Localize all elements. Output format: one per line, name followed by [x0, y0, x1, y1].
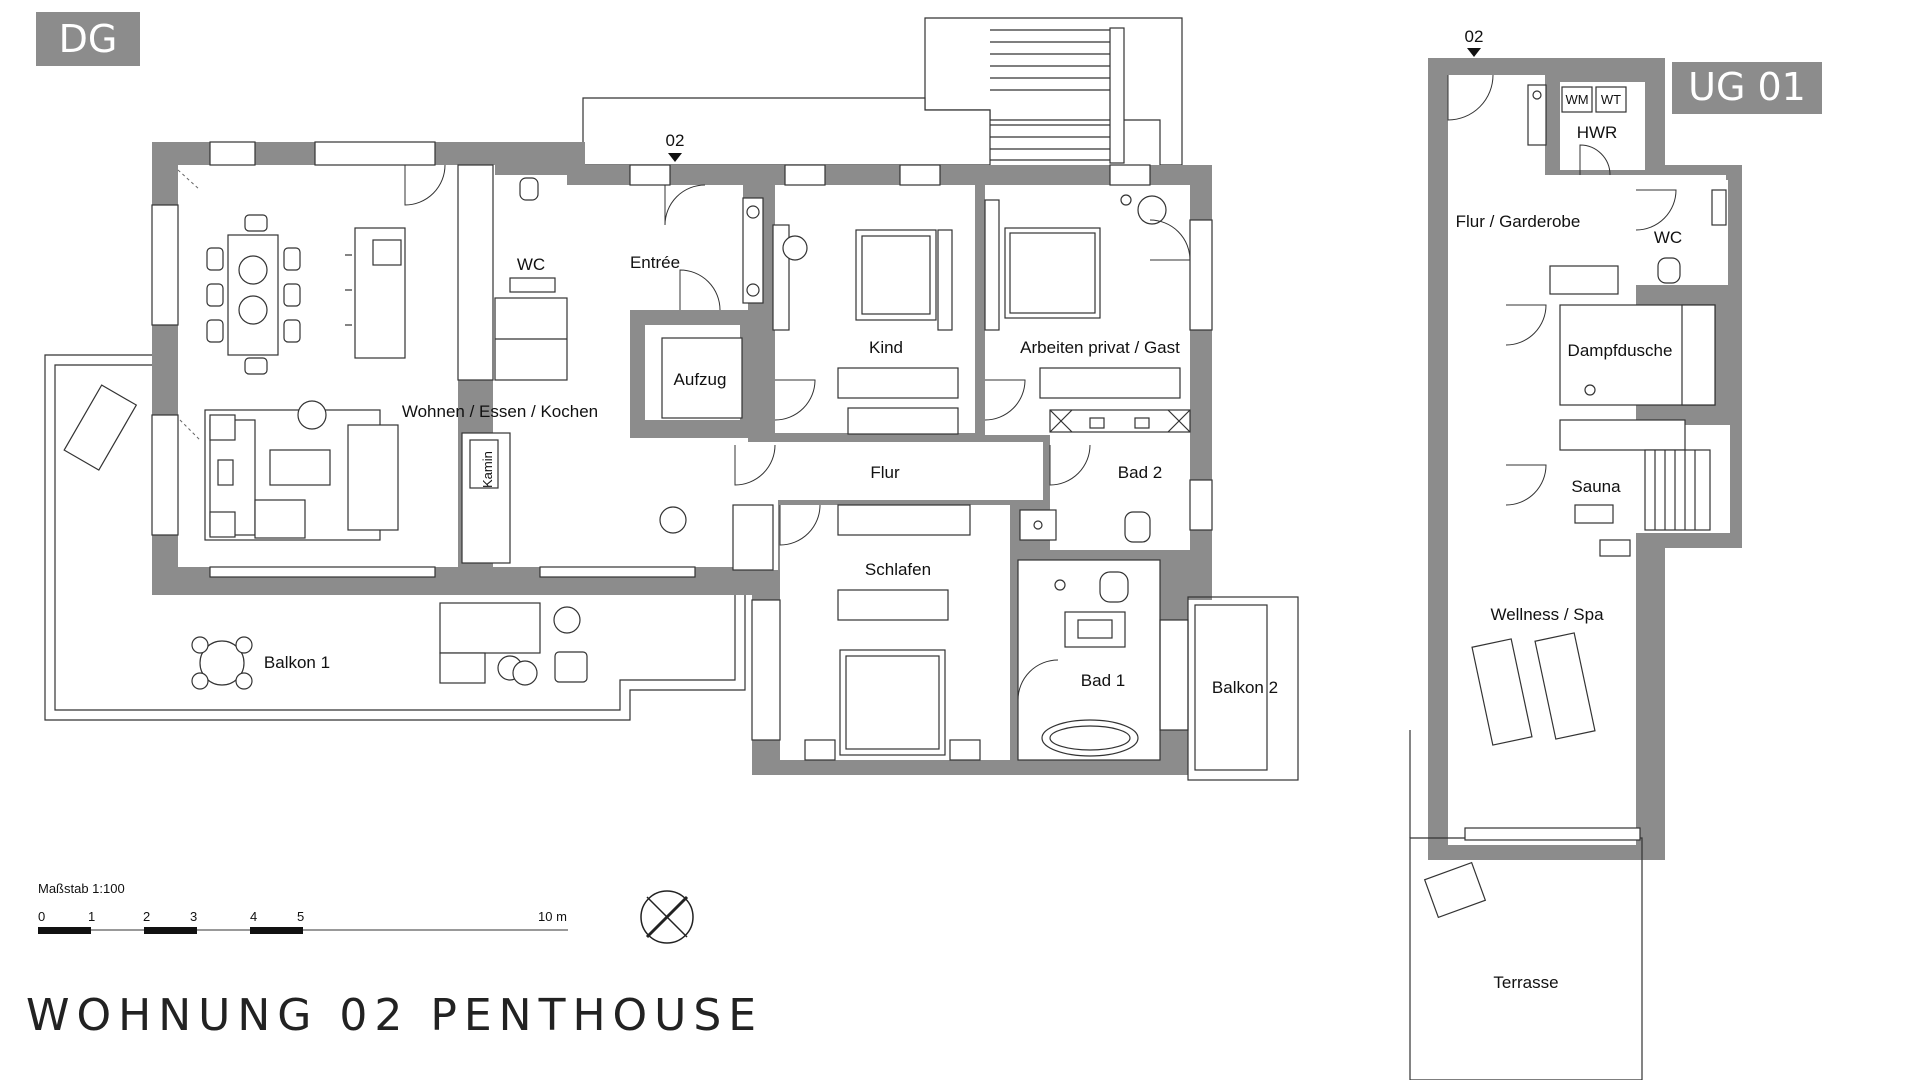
scale-tick-3: 3: [190, 909, 197, 924]
aufzug-label: Aufzug: [674, 370, 727, 389]
balkon-1-outline: [44, 354, 746, 721]
bad1-label: Bad 1: [1081, 671, 1125, 690]
bad2-label: Bad 2: [1118, 463, 1162, 482]
wellness-label: Wellness / Spa: [1490, 605, 1604, 624]
sauna-benches: [1559, 419, 1711, 531]
flur-garderobe-label: Flur / Garderobe: [1456, 212, 1581, 231]
washing-machine: [1561, 86, 1593, 113]
arbeiten-furniture: [984, 194, 1181, 399]
kind-label: Kind: [869, 338, 903, 357]
balkon-1-inner-outline: [54, 364, 736, 711]
wt-label: WT: [1601, 92, 1621, 107]
arbeiten-label: Arbeiten privat / Gast: [1020, 338, 1180, 357]
wm-label: WM: [1565, 92, 1588, 107]
terrasse-label: Terrasse: [1493, 973, 1558, 992]
kamin-label: Kamin: [480, 451, 495, 488]
dg-doors: [177, 164, 1191, 701]
scale-bar: Maßstab 1:100 0 1 2 3 4 5 10 m: [38, 881, 568, 934]
ug-entrance-arrow: [1467, 48, 1481, 57]
wc-toilet: [519, 177, 539, 201]
terrasse-chair: [1423, 861, 1487, 919]
wc-sink: [509, 277, 556, 293]
armchair: [659, 506, 687, 534]
kitchen-island: [345, 227, 406, 359]
dampfdusche-label: Dampfdusche: [1568, 341, 1673, 360]
scale-tick-1: 1: [88, 909, 95, 924]
dryer: [1595, 86, 1627, 113]
ug-badge: [1672, 62, 1822, 114]
kitchen-cabinets: [457, 164, 494, 381]
flur-room: [725, 442, 1043, 500]
bad2-room: [1050, 410, 1190, 550]
ug-doors: [1447, 74, 1677, 506]
dg-windows: [151, 141, 1213, 741]
dg-entrance-label: 02: [666, 131, 685, 150]
balkon-2-outline: [1187, 596, 1299, 781]
ug-wc-label: WC: [1654, 228, 1682, 247]
schlafen-furniture: [732, 504, 981, 761]
entree-label: Entrée: [630, 253, 680, 272]
hwr-label: HWR: [1577, 123, 1618, 142]
garderobe-cabinet: [1549, 265, 1619, 295]
scale-tick-5: 5: [297, 909, 304, 924]
balkon-2-floor: [1194, 604, 1268, 771]
bad1-fixtures: [1017, 559, 1161, 761]
scale-label: Maßstab 1:100: [38, 881, 125, 896]
schlafen-label: Schlafen: [865, 560, 931, 579]
ug-floor-plan: WM WT: [1409, 27, 1742, 1080]
wc-label: WC: [517, 255, 545, 274]
scale-tick-10: 10 m: [538, 909, 567, 924]
scale-tick-0: 0: [38, 909, 45, 924]
dining-table: [206, 214, 301, 375]
scale-tick-4: 4: [250, 909, 257, 924]
entree-wardrobe: [742, 197, 764, 304]
balkon2-label: Balkon 2: [1212, 678, 1278, 697]
living-sofa-group: [204, 400, 399, 541]
dg-badge-label: DG: [59, 17, 118, 61]
scale-tick-2: 2: [143, 909, 150, 924]
wohnen-label: Wohnen / Essen / Kochen: [402, 402, 598, 421]
ug-entrance-label: 02: [1465, 27, 1484, 46]
stair-steps: [990, 27, 1125, 164]
dg-badge: [36, 12, 140, 66]
ug-badge-label: UG 01: [1688, 65, 1806, 109]
sauna-label: Sauna: [1571, 477, 1621, 496]
bad2-fixtures: [1019, 409, 1191, 543]
north-arrow-icon: [640, 890, 694, 944]
kind-furniture: [782, 229, 959, 435]
entree-room: [565, 185, 743, 305]
wellness-loungers: [1471, 539, 1631, 746]
terrasse-window: [1464, 827, 1641, 841]
dg-entrance-arrow: [668, 153, 682, 162]
balkon1-label: Balkon 1: [264, 653, 330, 672]
flur-label: Flur: [870, 463, 900, 482]
dg-floor-plan: Kamin: [44, 17, 1299, 781]
balkon-1-furniture: [63, 384, 588, 690]
plan-title: WOHNUNG 02 PENTHOUSE: [26, 990, 763, 1041]
